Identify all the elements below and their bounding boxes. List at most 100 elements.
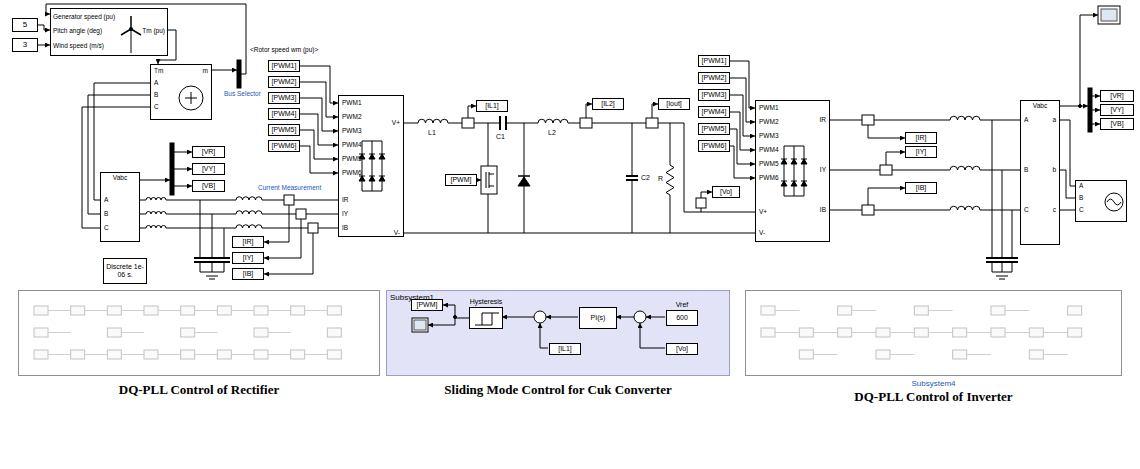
ground-symbol [206, 276, 218, 279]
phase-wire [892, 170, 950, 171]
phase-wire [1002, 170, 1003, 258]
mini-wire [967, 332, 991, 333]
block-text: Vref [676, 301, 689, 309]
phase-wire [1012, 210, 1013, 258]
tag-name: [PWM2] [272, 78, 297, 86]
bridge-glyph [359, 176, 365, 181]
tag-name: [Vo] [720, 188, 732, 196]
bridge-glyph [781, 159, 787, 160]
bridge-glyph [369, 176, 375, 177]
wire [1092, 110, 1100, 111]
current-sensor [862, 205, 874, 215]
phase-wire [140, 200, 146, 201]
dc-wire [506, 123, 538, 124]
bridge-glyph [369, 154, 375, 159]
signal-tag: [IB] [905, 182, 937, 194]
phase-wire [874, 120, 950, 121]
constant-block: Vref600 [666, 310, 698, 326]
mini-wire [121, 332, 144, 333]
mini-block [761, 306, 775, 315]
block-text: V+ [759, 208, 767, 215]
tag-name: [IL1] [485, 102, 499, 110]
inductor-symbol [950, 116, 980, 120]
mini-wire [231, 310, 254, 311]
mini-wire [85, 310, 108, 311]
component-label: C2 [641, 174, 650, 182]
bridge-glyph [791, 159, 797, 160]
bridge-glyph [791, 159, 797, 164]
block-text: Tm (pu) [142, 27, 165, 34]
bridge-glyph [801, 181, 807, 186]
signal-tag: [IL1] [549, 343, 581, 355]
mini-block [327, 306, 341, 315]
block-name-label: Bus Selector [224, 90, 261, 97]
src-glyph [1107, 199, 1121, 205]
dc-wire [632, 123, 633, 176]
current-sensor [880, 165, 892, 175]
dc-wire [592, 123, 646, 124]
mini-wire [268, 310, 291, 311]
block-text: IR [342, 196, 349, 203]
component-label: R [658, 175, 663, 183]
mini-wire [48, 354, 71, 355]
dc-wire [448, 123, 462, 124]
signal-tag: [PWM1] [698, 55, 730, 67]
mini-block [181, 350, 195, 359]
phase-wire [992, 262, 993, 272]
wire [264, 205, 289, 242]
bridge-glyph [362, 141, 382, 191]
signal-tag: [PWM2] [268, 76, 300, 88]
block-name-label: Current Measurement [258, 184, 321, 191]
scope-screen [1101, 9, 1117, 21]
block-text: Subsystem4 [911, 379, 955, 388]
wire [540, 323, 548, 348]
mini-wire [121, 354, 144, 355]
mini-block [71, 306, 85, 315]
mini-block [71, 350, 85, 359]
grid-source-block: ABC [1075, 180, 1127, 222]
block-text: PWM1 [342, 99, 362, 106]
tag-name: [PWM4] [272, 110, 297, 118]
mini-block [181, 306, 195, 315]
mini-block [799, 328, 813, 337]
phase-wire [980, 170, 1020, 171]
phase-wire [830, 120, 862, 121]
tag-name: [PWM1] [702, 57, 727, 65]
mini-wire [48, 332, 71, 333]
mini-block [181, 328, 195, 337]
block-text: Tm [154, 67, 163, 74]
mini-wire [967, 354, 991, 355]
block-text: C [1024, 206, 1029, 213]
signal-tag: [PWM4] [268, 108, 300, 120]
bridge-glyph [784, 146, 785, 196]
block-text: IB [342, 224, 348, 231]
signal-tag: [PWM] [445, 174, 477, 186]
block-text: A [104, 196, 108, 203]
signal-tag: [IY] [232, 252, 264, 264]
tag-name: [IR] [916, 134, 927, 142]
current-sensor [862, 115, 874, 125]
mini-wire [305, 354, 328, 355]
wire [174, 152, 192, 153]
signal-tag: [IR] [232, 236, 264, 248]
signal-tag: [PWM3] [268, 92, 300, 104]
phase-wire [1060, 170, 1075, 198]
block-text: PWM6 [759, 174, 779, 181]
tag-name: [IB] [243, 270, 254, 278]
signal-tag: [VY] [1100, 104, 1134, 116]
block-text: V- [394, 229, 400, 236]
mini-wire [268, 332, 291, 333]
mosfet-gate [486, 172, 487, 188]
block-text: PWM3 [759, 132, 779, 139]
tag-name: [PWM3] [272, 94, 297, 102]
signal-connector [300, 130, 338, 159]
mini-block [107, 328, 121, 337]
inductor-symbol [146, 198, 166, 201]
dc-wire [568, 123, 580, 124]
phase-wire [262, 228, 308, 229]
block-text: Discrete 1e-06 s. [106, 263, 144, 279]
signal-tag: [PWM] [411, 299, 443, 311]
mini-block [291, 306, 305, 315]
dc-wire [632, 180, 633, 233]
signal-tag: [Vo] [712, 186, 740, 198]
